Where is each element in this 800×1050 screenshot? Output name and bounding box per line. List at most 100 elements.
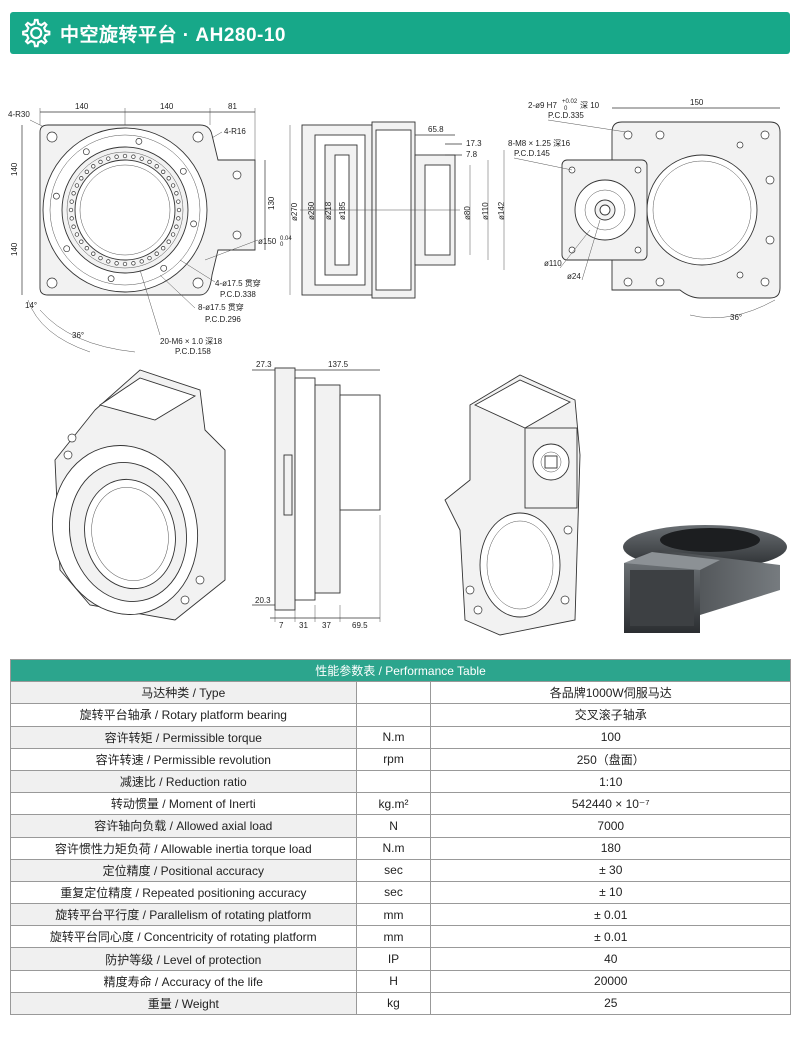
table-title: 性能参数表 / Performance Table: [10, 658, 791, 683]
cell-unit: [355, 681, 432, 705]
angle-36-right: 36°: [730, 313, 742, 322]
cell-value: ± 30: [430, 858, 791, 882]
cell-value: 20000: [430, 969, 791, 993]
cell-value: ± 0.01: [430, 903, 791, 927]
table-row: 容许惯性力矩负荷 / Allowable inertia torque load…: [10, 836, 791, 860]
angle-14: 14°: [25, 301, 37, 310]
gear-icon: [22, 18, 51, 48]
cell-unit: [355, 703, 432, 727]
dim-d150-tol-bot: 0: [280, 242, 284, 248]
table-row: 减速比 / Reduction ratio 1:10: [10, 769, 791, 794]
isometric-right-view: [444, 374, 581, 636]
dim-78: 7.8: [466, 150, 478, 159]
holes3-pcd: P.C.D.158: [175, 347, 211, 356]
dim-273: 27.3: [256, 360, 272, 369]
dim-130: 130: [267, 196, 276, 210]
cell-name: 容许转速 / Permissible revolution: [10, 747, 357, 771]
page-header: 中空旋转平台 · AH280-10: [10, 12, 790, 54]
pin-pcd: P.C.D.335: [548, 111, 584, 120]
cell-unit: [355, 769, 432, 794]
dim-d110: ø110: [481, 202, 490, 220]
pin-tol-bot: 0: [564, 106, 568, 112]
cell-name: 旋转平台平行度 / Parallelism of rotating platfo…: [10, 903, 357, 927]
cell-name: 旋转平台轴承 / Rotary platform bearing: [10, 703, 357, 727]
cell-value: 250（盘面）: [430, 747, 791, 771]
page-title: 中空旋转平台 · AH280-10: [60, 24, 286, 46]
holes3-label: 20-M6 × 1.0 深18: [160, 337, 223, 346]
product-photo: [623, 525, 787, 633]
angle-36: 36°: [72, 331, 84, 340]
isometric-left-view: [51, 369, 226, 621]
cell-unit: N: [355, 814, 432, 838]
dim-658: 65.8: [428, 125, 444, 134]
cell-unit: rpm: [355, 747, 432, 771]
cell-name: 旋转平台同心度 / Concentricity of rotating plat…: [10, 925, 357, 949]
dim-d24: ø24: [567, 272, 581, 281]
dim-695: 69.5: [352, 621, 368, 630]
cell-name: 容许轴向负载 / Allowed axial load: [10, 814, 357, 838]
table-row: 旋转平台同心度 / Concentricity of rotating plat…: [10, 925, 791, 949]
cell-name: 定位精度 / Positional accuracy: [10, 858, 357, 882]
cell-unit: kg: [355, 991, 432, 1016]
dim-left-2: 140: [10, 242, 19, 256]
dim-top-2: 140: [160, 102, 174, 111]
dim-31: 31: [299, 621, 308, 630]
cell-value: 542440 × 10⁻⁷: [430, 792, 791, 816]
dim-d110-right: ø110: [544, 259, 562, 268]
m8-label: 8-M8 × 1.25 深16: [508, 139, 571, 148]
cell-value: 100: [430, 725, 791, 749]
dim-203: 20.3: [255, 596, 271, 605]
dim-top-3: 81: [228, 102, 237, 111]
right-view: 150 2-ø9 H7 +0.02 0 深 10 P.C.D.335 8-M8 …: [508, 98, 781, 322]
dim-d150: ø150: [258, 237, 277, 246]
table-row: 旋转平台平行度 / Parallelism of rotating platfo…: [10, 903, 791, 927]
dim-r30: 4-R30: [8, 110, 30, 119]
cell-unit: N.m: [355, 725, 432, 749]
holes1-pcd: P.C.D.338: [220, 290, 256, 299]
bottom-side-view: 27.3 137.5 20.3 7 31 37 69.5: [252, 360, 381, 630]
holes2-pcd: P.C.D.296: [205, 315, 241, 324]
dim-d142: ø142: [497, 201, 506, 220]
cell-value: 各品牌1000W伺服马达: [430, 681, 791, 705]
dim-173: 17.3: [466, 139, 482, 148]
cell-unit: mm: [355, 903, 432, 927]
cell-name: 转动惯量 / Moment of Inerti: [10, 792, 357, 816]
holes1-label: 4-ø17.5 贯穿: [215, 278, 261, 288]
cell-unit: IP: [355, 947, 432, 971]
cell-unit: H: [355, 969, 432, 993]
dim-d80: ø80: [463, 206, 472, 220]
pin-tol-top: +0.02: [562, 99, 578, 105]
cell-name: 重复定位精度 / Repeated positioning accuracy: [10, 880, 357, 905]
front-view: 140 140 81 4-R30 4-R16 140 140 130: [8, 102, 292, 356]
holes2-label: 8-ø17.5 贯穿: [198, 302, 244, 312]
dim-d185: ø185: [338, 201, 347, 220]
pin-depth: 深 10: [580, 101, 600, 110]
cell-value: 25: [430, 991, 791, 1016]
dim-d260: ø260: [307, 201, 316, 220]
cell-unit: N.m: [355, 836, 432, 860]
dim-150-right: 150: [690, 98, 704, 107]
dim-r16: 4-R16: [224, 127, 246, 136]
dim-37: 37: [322, 621, 331, 630]
cell-value: 1:10: [430, 769, 791, 794]
cell-name: 减速比 / Reduction ratio: [10, 769, 357, 794]
cell-value: ± 0.01: [430, 925, 791, 949]
dim-left-1: 140: [10, 162, 19, 176]
cell-value: ± 10: [430, 880, 791, 905]
cell-value: 7000: [430, 814, 791, 838]
cell-unit: mm: [355, 925, 432, 949]
dim-1375: 137.5: [328, 360, 349, 369]
dim-top-1: 140: [75, 102, 89, 111]
cell-unit: kg.m²: [355, 792, 432, 816]
side-view: ø270 ø260 ø218 ø185 ø80 ø110 ø142 65.8 1…: [289, 121, 506, 299]
cell-value: 40: [430, 947, 791, 971]
